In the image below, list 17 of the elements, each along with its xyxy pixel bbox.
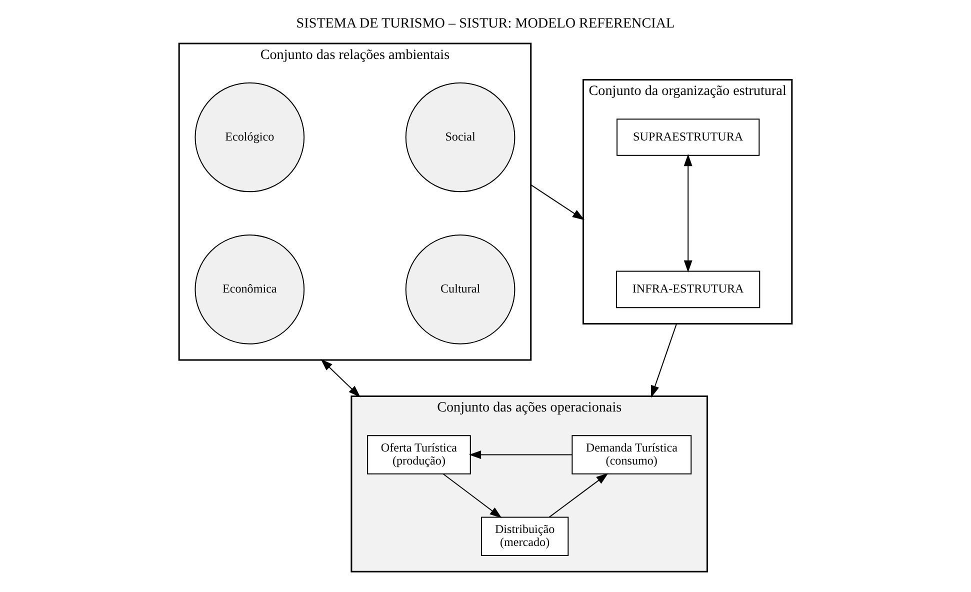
node-box: Distribuição (mercado) (480, 516, 569, 556)
arrow (530, 184, 585, 220)
arrow (684, 154, 692, 272)
node-box: Oferta Turística (produção) (367, 435, 471, 474)
diagram-title: SISTEMA DE TURISMO – SISTUR: MODELO REFERENCIAL (296, 16, 675, 32)
node-circle: Econômica (194, 234, 305, 344)
node-circle: Social (405, 82, 516, 192)
arrow (442, 474, 502, 518)
node-box: INFRA-ESTRUTURA (616, 270, 760, 308)
arrow (548, 473, 608, 518)
arrow (320, 358, 360, 398)
node-box: SUPRAESTRUTURA (616, 118, 760, 156)
node-circle: Cultural (405, 234, 516, 344)
arrow (468, 450, 572, 459)
node-circle: Ecológico (194, 82, 305, 192)
arrow (650, 324, 678, 398)
node-box: Demanda Turística (consumo) (572, 435, 692, 474)
